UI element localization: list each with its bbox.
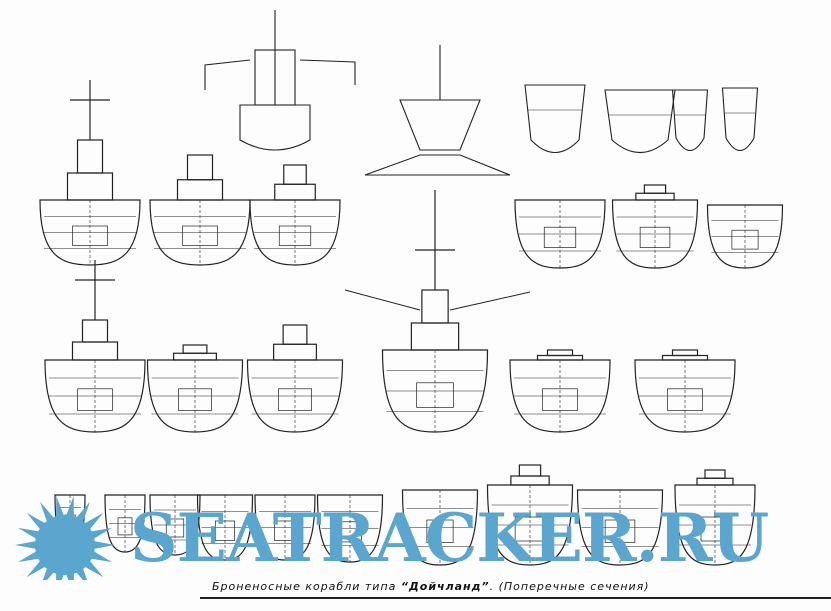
cross-section: [486, 464, 574, 566]
sun-icon: [15, 495, 115, 580]
crane-section: [204, 10, 356, 151]
cross-section: [249, 164, 341, 266]
bow-section: [671, 89, 709, 152]
bow-section: [721, 87, 759, 152]
cross-section: [611, 184, 699, 269]
caption-suffix: . (Поперечные сечения): [489, 580, 650, 593]
cross-section: [509, 349, 611, 433]
cross-section: [576, 489, 664, 566]
watermark-text: SEATRACKER.RU: [130, 499, 769, 577]
bow-section: [524, 84, 586, 154]
cross-section: [514, 199, 606, 269]
cross-section: [44, 260, 146, 433]
crane-arm: [344, 289, 531, 311]
cross-section: [401, 489, 479, 566]
cross-section: [706, 204, 784, 269]
cross-section: [149, 154, 251, 266]
caption-rule: [200, 597, 831, 599]
tower-section: [364, 45, 511, 176]
cross-section: [39, 80, 141, 266]
cross-section: [381, 190, 489, 433]
caption-prefix: Броненосные корабли типа: [212, 580, 401, 593]
cross-section: [254, 494, 316, 561]
watermark-sun-logo: [15, 495, 115, 580]
cross-section: [196, 494, 254, 561]
bow-section: [604, 89, 676, 153]
caption-ship-name: “Дойчланд”: [400, 580, 490, 593]
cross-section: [674, 469, 756, 566]
figure-caption: Броненосные корабли типа “Дойчланд”. (По…: [212, 580, 650, 594]
cross-section: [634, 349, 736, 433]
cross-section: [146, 344, 244, 433]
cross-section: [316, 494, 384, 563]
cross-section: [246, 324, 344, 433]
